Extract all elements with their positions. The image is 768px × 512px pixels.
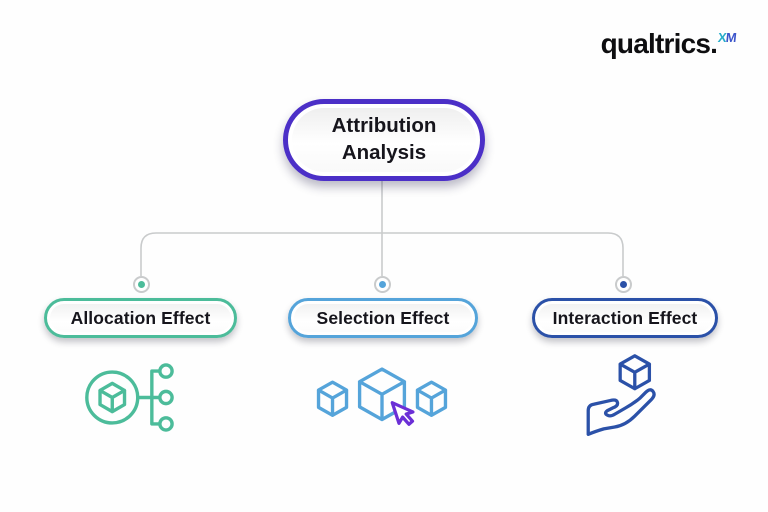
branch-dot-allocation-fill: [138, 281, 145, 288]
qualtrics-wordmark: qualtrics.: [600, 28, 718, 59]
root-node-attribution-analysis: Attribution Analysis: [283, 99, 485, 181]
branch-dot-selection: [374, 276, 391, 293]
node-selection-effect-label: Selection Effect: [316, 307, 450, 328]
node-interaction-effect-label: Interaction Effect: [552, 307, 698, 328]
cursor-arrow: [390, 401, 415, 426]
hand-cube-icon: [580, 351, 664, 441]
node-selection-effect: Selection Effect: [288, 298, 478, 338]
xm-letter-m: M: [725, 30, 737, 45]
cubes-cursor-icon: [312, 356, 452, 441]
branch-dot-interaction-fill: [620, 281, 627, 288]
node-allocation-effect-label: Allocation Effect: [70, 307, 211, 328]
root-node-label: Attribution Analysis: [331, 114, 437, 164]
cube-network-icon: [84, 354, 182, 441]
node-interaction-effect: Interaction Effect: [532, 298, 718, 338]
branch-dot-allocation: [133, 276, 150, 293]
branch-dot-selection-fill: [379, 281, 386, 288]
branch-dot-interaction: [615, 276, 632, 293]
node-allocation-effect: Allocation Effect: [44, 298, 237, 338]
